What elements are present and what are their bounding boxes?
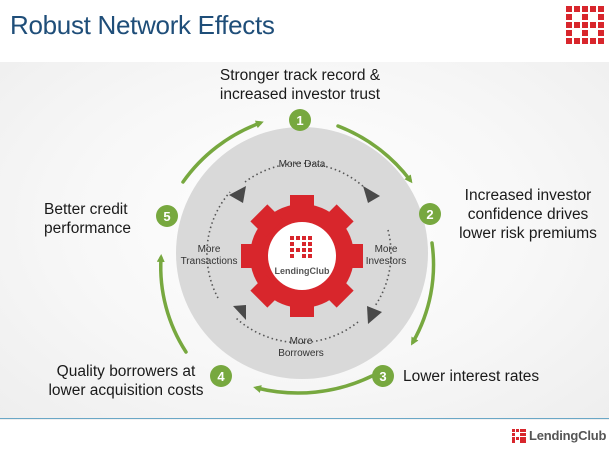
svg-text:1: 1 (296, 113, 303, 128)
footer-logo: LendingClub (512, 428, 606, 443)
page-title: Robust Network Effects (10, 10, 275, 40)
inner-cycle-arrowheads (229, 186, 382, 324)
inner-arrowhead-bottom-left (233, 305, 246, 320)
footer-logo-text: LendingClub (529, 428, 607, 443)
green-arrow-3-to-4 (253, 374, 374, 395)
green-arrow-2-to-3 (411, 241, 436, 346)
inner-label-more-transactions: More Transactions (180, 244, 238, 267)
svg-text:3: 3 (379, 369, 386, 384)
step-badges: 1 2 3 4 5 (156, 109, 441, 387)
center-logo-grid-icon (290, 236, 312, 258)
step-1-label: Stronger track record & increased invest… (219, 67, 381, 103)
step-4-label: Quality borrowers at lower acquisition c… (48, 363, 204, 399)
green-arrow-1-to-2 (336, 124, 413, 184)
inner-cycle-dotted (206, 162, 392, 344)
green-arrow-4-to-5 (156, 254, 188, 354)
dotted-arc-top (244, 162, 371, 194)
step-badge-4: 4 (210, 365, 232, 387)
step-2-label: Increased investor confidence drives low… (459, 187, 597, 242)
green-arrow-5-to-1 (181, 120, 264, 184)
step-badge-1: 1 (289, 109, 311, 131)
step-5-label: Better credit performance (44, 201, 132, 237)
step-3-label: Lower interest rates (403, 368, 540, 385)
footer-logo-grid-icon (512, 428, 526, 443)
inner-label-more-data: More Data (278, 159, 326, 170)
footer-divider (0, 418, 609, 419)
center-logo-text: LendingClub (275, 266, 330, 276)
brand-logo-icon (566, 6, 604, 44)
inner-arrowhead-top-right (363, 186, 380, 203)
step-badge-2: 2 (419, 203, 441, 225)
inner-arrowhead-top-left (229, 186, 246, 203)
svg-text:4: 4 (217, 369, 225, 384)
inner-arrowhead-bottom-right (367, 306, 382, 324)
inner-label-more-borrowers: More Borrowers (278, 336, 324, 359)
step-badge-5: 5 (156, 205, 178, 227)
svg-text:2: 2 (426, 207, 433, 222)
svg-text:5: 5 (163, 209, 170, 224)
step-badge-3: 3 (372, 365, 394, 387)
outer-cycle-arrows (156, 120, 436, 395)
inner-label-more-investors: More Investors (365, 244, 407, 267)
dotted-arc-left (206, 191, 231, 299)
